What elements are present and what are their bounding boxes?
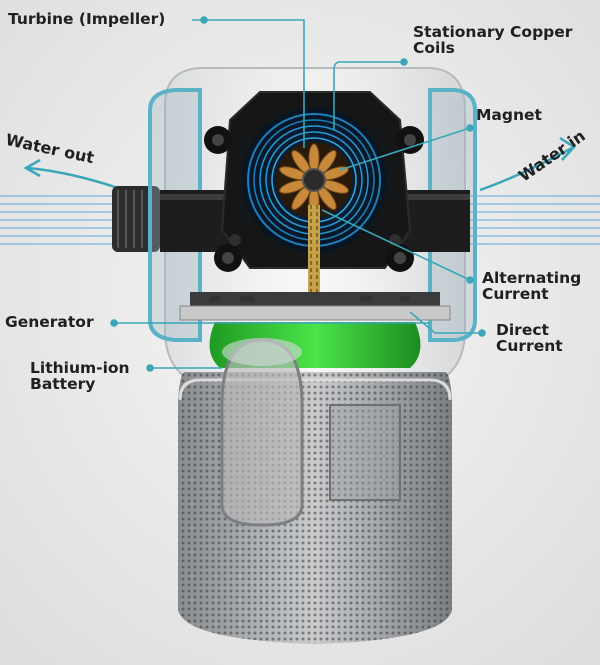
label-lithium-ion-battery-line2: Battery bbox=[30, 375, 96, 393]
label-alternating-current-line1: Alternating bbox=[482, 269, 582, 287]
lithium-ion-cell bbox=[220, 338, 401, 527]
label-generator: Generator bbox=[5, 313, 94, 331]
label-stationary-copper-coils-line1: Stationary Copper bbox=[413, 23, 573, 41]
water-in-arrow bbox=[479, 136, 576, 192]
label-magnet: Magnet bbox=[476, 106, 542, 124]
callout-lines bbox=[110, 16, 486, 372]
water-out-arrow bbox=[23, 158, 119, 190]
battery-canister bbox=[178, 372, 452, 644]
label-alternating-current-line2: Current bbox=[482, 285, 549, 303]
water-flow-lines bbox=[0, 195, 600, 245]
circuit-board bbox=[179, 292, 451, 321]
label-lithium-ion-battery-line1: Lithium-ion bbox=[30, 359, 130, 377]
label-stationary-copper-coils-line2: Coils bbox=[413, 39, 455, 57]
impeller-magnet bbox=[276, 142, 352, 218]
label-direct-current-line2: Current bbox=[496, 337, 563, 355]
label-direct-current-line1: Direct bbox=[496, 321, 549, 339]
label-turbine: Turbine (Impeller) bbox=[8, 10, 166, 28]
